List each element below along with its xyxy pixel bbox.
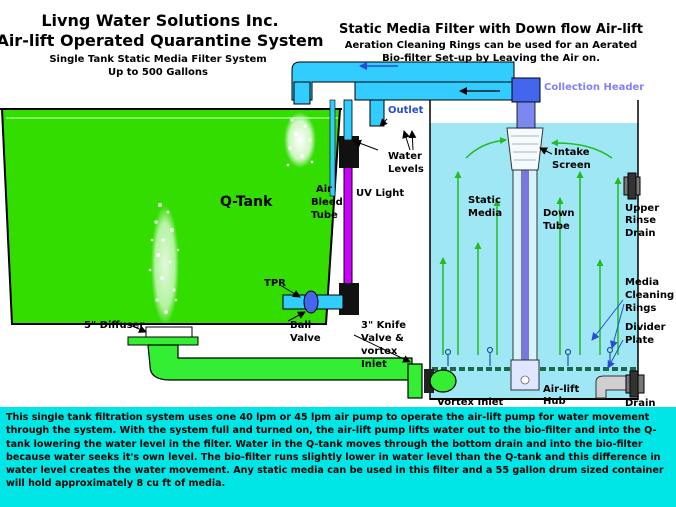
label-drain: Drain: [625, 398, 656, 407]
air-bleed-tube: [329, 99, 336, 197]
airlift-hub: [510, 359, 540, 391]
label-upper-rinse-2: Rinse: [625, 215, 656, 226]
uv-bottom-cap: [339, 283, 359, 315]
system-capacity: Up to 500 Gallons: [108, 67, 208, 78]
label-down-tube-1: Down: [543, 208, 575, 219]
label-air-bleed-1: Air: [316, 184, 332, 195]
label-tpr: TPR: [264, 278, 286, 289]
label-knife-valve-2: Valve &: [361, 333, 404, 344]
label-intake-screen-2: Screen: [552, 160, 591, 171]
upper-rinse-drain-fitting: [623, 172, 641, 200]
intake-screen: [506, 127, 544, 171]
flow-arc-right: [551, 139, 613, 159]
label-upper-rinse-1: Upper: [625, 203, 659, 214]
label-diffuser: 5" Diffuser: [84, 320, 144, 331]
drain-elbow: [595, 375, 629, 399]
label-air-bleed-2: Bleed: [311, 197, 343, 208]
label-media-rings-2: Cleaning: [625, 290, 674, 301]
system-diagram: Livng Water Solutions Inc. Air-lift Oper…: [0, 11, 674, 407]
media-cleaning-rings: [444, 346, 614, 366]
uv-top-cap: [339, 136, 359, 168]
flow-arc-left: [465, 137, 507, 159]
label-divider-1: Divider: [625, 322, 666, 333]
collection-header-stem: [516, 101, 536, 129]
system-subtitle: Single Tank Static Media Filter System: [49, 54, 266, 65]
bottom-drain-pipe: [147, 344, 413, 381]
down-tube-core: [521, 170, 529, 360]
label-airlift-hub-1: Air-lift: [543, 384, 579, 395]
label-upper-rinse-3: Drain: [625, 228, 656, 239]
filter-note-line1: Aeration Cleaning Rings can be used for …: [345, 40, 637, 51]
diffuser-5in: [145, 326, 193, 338]
label-media-rings-1: Media: [625, 277, 659, 288]
company-title: Livng Water Solutions Inc.: [41, 11, 278, 30]
label-water-levels-2: Levels: [388, 164, 424, 175]
collection-header-box: [511, 77, 541, 103]
intake-screen-slots: [511, 135, 539, 161]
drain-valve: [625, 370, 645, 398]
diffuser-bubble-column: [148, 203, 180, 325]
label-down-tube-2: Tube: [543, 221, 570, 232]
filter-title: Static Media Filter with Down flow Air-l…: [339, 22, 643, 37]
outlet-riser: [293, 81, 311, 105]
label-vortex-inlet: Vortex Inlet: [437, 397, 504, 407]
vortex-coupler: [424, 369, 434, 393]
ball-valve: [303, 290, 319, 314]
uv-top-pipe: [343, 99, 353, 141]
knife-valve: [407, 363, 423, 399]
label-intake-screen-1: Intake: [554, 147, 590, 158]
label-knife-valve-3: vortex: [361, 346, 398, 357]
label-q-tank: Q-Tank: [220, 194, 273, 210]
leader-lines: [129, 118, 625, 369]
label-air-bleed-3: Tube: [311, 210, 338, 221]
label-static-media-2: Media: [468, 208, 502, 219]
label-media-rings-3: Rings: [625, 303, 656, 314]
label-water-levels-1: Water: [388, 151, 422, 162]
label-divider-2: Plate: [625, 335, 654, 346]
outlet-down-leg: [369, 99, 385, 127]
label-ball-valve-2: Valve: [290, 333, 321, 344]
label-uv-light: UV Light: [356, 188, 404, 199]
description-box: This single tank filtration system uses …: [0, 407, 676, 507]
label-ball-valve-1: Ball: [290, 320, 311, 331]
uv-light-tube: [343, 159, 353, 291]
system-title: Air-lift Operated Quarantine System: [0, 31, 324, 50]
label-knife-valve-1: 3" Knife: [361, 320, 406, 331]
airlift-hub-bubble: [520, 375, 530, 385]
label-outlet: Outlet: [388, 105, 424, 116]
air-bleed-bubbles: [284, 112, 316, 168]
label-knife-valve-4: Inlet: [361, 359, 387, 370]
diffuser-base: [127, 336, 199, 346]
label-collection-header: Collection Header: [544, 82, 644, 93]
vortex-inlet: [429, 369, 457, 393]
outlet-elbow: [291, 61, 515, 101]
description-text: This single tank filtration system uses …: [6, 412, 664, 490]
label-static-media-1: Static: [468, 195, 501, 206]
label-airlift-hub-2: Hub: [543, 396, 566, 407]
filter-note-line2: Bio-filter Set-up by Leaving the Air on.: [382, 53, 600, 64]
